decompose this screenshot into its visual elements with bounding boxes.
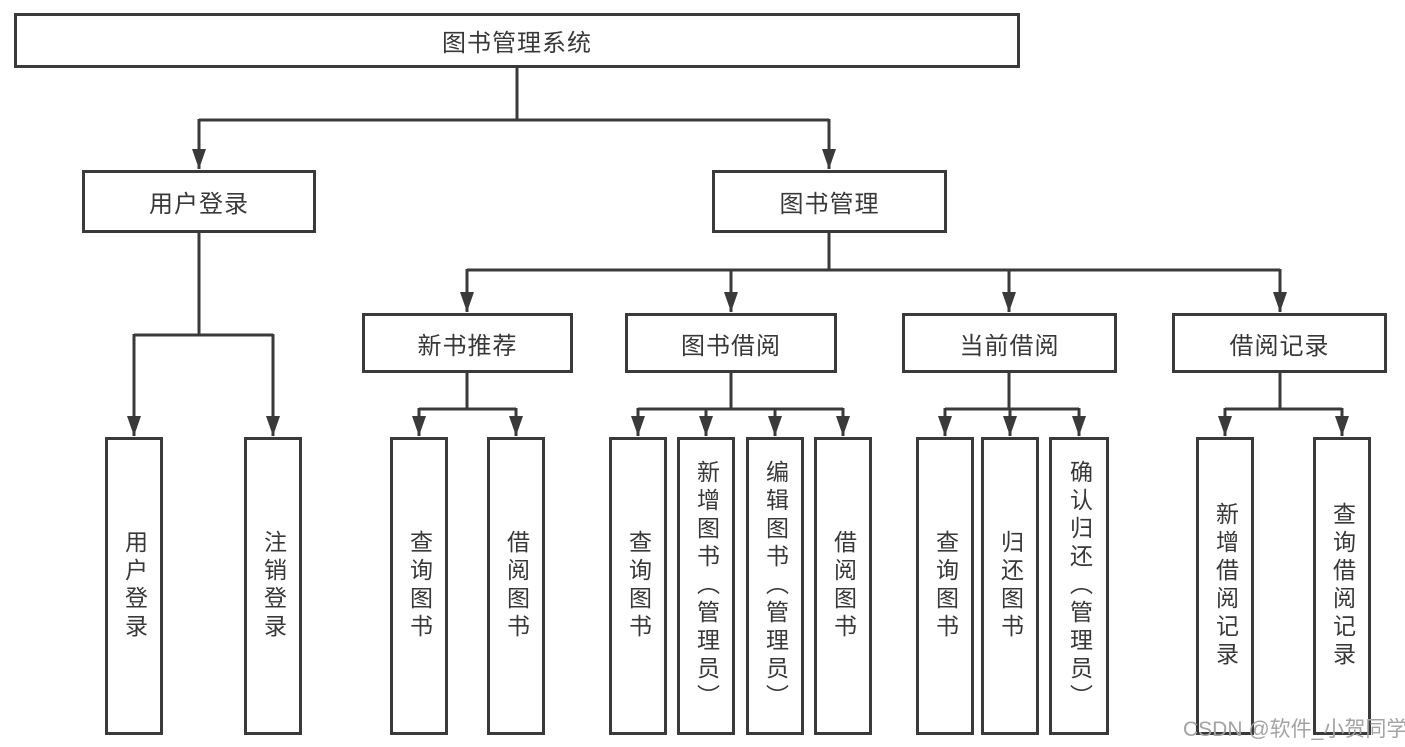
leaf-user-login: 用户登录 <box>105 437 163 735</box>
node-current-borrow-label: 当前借阅 <box>959 332 1060 360</box>
leaf-logout-label: 注销登录 <box>260 530 287 642</box>
leaf-nb-query-book-label: 查询图书 <box>406 530 433 642</box>
leaf-cb-query-book-label: 查询图书 <box>932 530 959 642</box>
node-root: 图书管理系统 <box>14 13 1020 68</box>
leaf-cb-confirm-return-admin: 确认归还（管理员） <box>1049 437 1109 735</box>
node-user-login: 用户登录 <box>82 170 316 233</box>
node-user-login-label: 用户登录 <box>149 191 249 218</box>
leaf-bb-borrow-book: 借阅图书 <box>814 437 872 735</box>
leaf-bb-query-book-label: 查询图书 <box>625 530 652 642</box>
node-new-book-recommend-label: 新书推荐 <box>417 332 518 360</box>
leaf-bb-edit-book-admin: 编辑图书（管理员） <box>746 437 804 735</box>
leaf-logout: 注销登录 <box>244 437 302 735</box>
leaf-nb-query-book: 查询图书 <box>390 437 448 735</box>
node-borrow-records-label: 借阅记录 <box>1229 332 1330 360</box>
node-book-management-label: 图书管理 <box>779 191 880 218</box>
csdn-watermark: CSDN @软件_小贺同学 <box>1183 718 1405 741</box>
leaf-bb-borrow-book-label: 借阅图书 <box>830 530 857 642</box>
leaf-bb-query-book: 查询图书 <box>609 437 667 735</box>
node-book-borrow: 图书借阅 <box>625 313 837 373</box>
leaf-cb-query-book: 查询图书 <box>916 437 974 735</box>
leaf-bb-add-book-admin: 新增图书（管理员） <box>677 437 735 735</box>
leaf-nb-borrow-book-label: 借阅图书 <box>503 530 530 642</box>
leaf-bb-add-book-admin-label: 新增图书（管理员） <box>693 460 720 712</box>
leaf-br-query-record: 查询借阅记录 <box>1313 437 1371 735</box>
leaf-bb-edit-book-admin-label: 编辑图书（管理员） <box>762 460 789 712</box>
node-new-book-recommend: 新书推荐 <box>362 313 573 373</box>
leaf-br-add-record-label: 新增借阅记录 <box>1212 502 1239 670</box>
leaf-user-login-label: 用户登录 <box>121 530 148 642</box>
leaf-br-add-record: 新增借阅记录 <box>1196 437 1254 735</box>
leaf-cb-return-book: 归还图书 <box>981 437 1039 735</box>
node-current-borrow: 当前借阅 <box>902 313 1117 373</box>
leaf-nb-borrow-book: 借阅图书 <box>487 437 545 735</box>
node-book-borrow-label: 图书借阅 <box>681 332 781 360</box>
leaf-cb-confirm-return-admin-label: 确认归还（管理员） <box>1066 460 1093 712</box>
node-root-label: 图书管理系统 <box>442 30 592 57</box>
node-book-management: 图书管理 <box>712 170 947 233</box>
leaf-br-query-record-label: 查询借阅记录 <box>1329 502 1356 670</box>
leaf-cb-return-book-label: 归还图书 <box>997 530 1024 642</box>
node-borrow-records: 借阅记录 <box>1172 313 1387 373</box>
